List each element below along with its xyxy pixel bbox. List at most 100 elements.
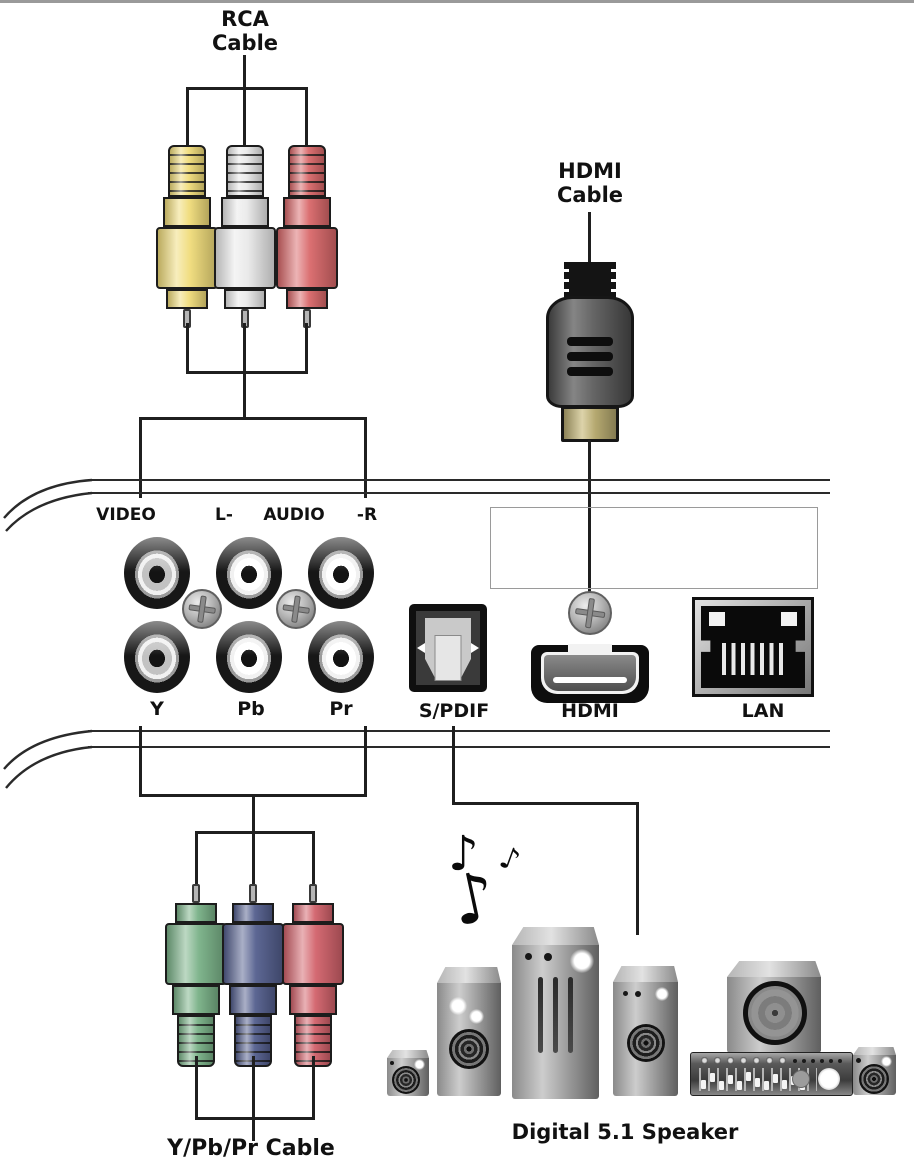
rca-plug-red-shaft [283, 197, 331, 227]
speaker-top-face [512, 927, 599, 945]
connector-line [636, 802, 639, 935]
component-plug-green [165, 884, 227, 1067]
rca-plug-red-ridges [288, 145, 326, 197]
hdmi-port-tab [568, 644, 612, 652]
audio-right-jack [308, 537, 374, 609]
hdmi-connector-vent-slot [567, 367, 613, 376]
music-note-icon: ♪ [494, 839, 525, 880]
receiver-secondary-knob [792, 1070, 810, 1088]
connector-line [252, 1117, 255, 1141]
receiver-slider-handle [737, 1081, 742, 1090]
speaker-detail-dot [544, 953, 552, 961]
connector-line [186, 87, 189, 147]
receiver-knob [779, 1057, 786, 1064]
receiver-knob-row [701, 1057, 786, 1064]
lan-port [692, 597, 814, 697]
component-plug-blue-pin [249, 884, 257, 903]
component-pb-label: Pb [237, 698, 265, 720]
connector-line [139, 417, 142, 498]
component-y-label: Y [150, 698, 164, 720]
speaker-woofer [449, 1029, 489, 1069]
blank-port-plate [490, 507, 818, 589]
component-plug-blue-barrel [222, 923, 284, 985]
receiver-slider-handle [782, 1080, 787, 1089]
receiver-knob [740, 1057, 747, 1064]
rca-plug-white [214, 145, 276, 328]
connector-line [195, 831, 315, 834]
connector-line [139, 726, 142, 797]
rca-plug-yellow-shaft [163, 197, 211, 227]
rca-plug-yellow [156, 145, 218, 328]
speaker-satellite-right [853, 1047, 896, 1095]
speaker-front-face [387, 1058, 429, 1096]
connector-line [305, 87, 308, 147]
component-plug-blue-collar [232, 903, 274, 923]
speaker-front-face [437, 983, 501, 1096]
spdif-inner-window [434, 635, 462, 681]
rca-plug-red [276, 145, 338, 328]
receiver-slider-handle [728, 1075, 733, 1084]
connector-line [139, 417, 367, 420]
component-plug-blue-shaft [229, 985, 277, 1015]
receiver-knob [766, 1057, 773, 1064]
connector-line [452, 726, 455, 805]
speaker-detail-dot [570, 949, 594, 973]
connector-line [312, 1056, 315, 1120]
connector-line [452, 802, 639, 805]
rca-cable-label-line1: RCA [221, 7, 269, 31]
image-top-border [0, 0, 914, 3]
component-plug-green-shaft [172, 985, 220, 1015]
component-plug-red-shaft [289, 985, 337, 1015]
speaker-tower-left [437, 967, 501, 1096]
speaker-satellite-left [387, 1050, 429, 1096]
video-port-label: VIDEO [96, 505, 156, 525]
connector-line [186, 371, 308, 374]
component-plug-red-barrel [282, 923, 344, 985]
panel-bottom-left-curve [3, 729, 93, 789]
subwoofer [727, 961, 821, 1053]
spdif-port-label: S/PDIF [418, 700, 490, 722]
rca-plug-white-shaft [221, 197, 269, 227]
music-note-icon: ♪ [448, 826, 479, 882]
hdmi-cable-label: HDMI Cable [557, 159, 623, 207]
connector-line [588, 212, 591, 264]
speaker-top-face [387, 1050, 429, 1058]
speaker-top-face [853, 1047, 896, 1055]
rca-plug-red-collar [286, 289, 328, 309]
receiver-slider-handle [746, 1072, 751, 1081]
hdmi-cable-connector-tip [561, 406, 619, 442]
speaker-grill-slot [553, 977, 558, 1053]
speaker-grill-slot [538, 977, 543, 1053]
speaker-tower-center [512, 927, 599, 1099]
video-jack [124, 537, 190, 609]
component-plug-green-pin [192, 884, 200, 903]
audio-label: AUDIO [263, 505, 325, 525]
hdmi-port [531, 644, 649, 703]
component-y-jack [124, 621, 190, 693]
component-pb-jack [216, 621, 282, 693]
speaker-detail-dot [449, 997, 467, 1015]
subwoofer-driver [743, 981, 807, 1045]
rca-plug-yellow-collar [166, 289, 208, 309]
spdif-port [409, 604, 487, 692]
lan-port-contact-left [709, 612, 725, 626]
speaker-woofer [627, 1024, 665, 1062]
speaker-detail-dot [635, 991, 641, 997]
speaker-top-face [613, 966, 678, 982]
speaker-front-face [512, 945, 599, 1099]
rca-cable-label-line2: Cable [211, 30, 279, 55]
panel-top-edge [88, 492, 830, 494]
screw-icon [276, 589, 316, 629]
component-plug-green-barrel [165, 923, 227, 985]
receiver-slider-handle [719, 1081, 724, 1090]
panel-bottom-edge [88, 730, 830, 732]
receiver-knob [701, 1057, 708, 1064]
receiver-knob [714, 1057, 721, 1064]
hdmi-port-outline [541, 652, 639, 694]
receiver-slider-handle [755, 1078, 760, 1087]
receiver-knob [727, 1057, 734, 1064]
connector-line [252, 831, 255, 885]
speaker-detail-dot [469, 1009, 484, 1024]
receiver-slider-handle [773, 1074, 778, 1083]
